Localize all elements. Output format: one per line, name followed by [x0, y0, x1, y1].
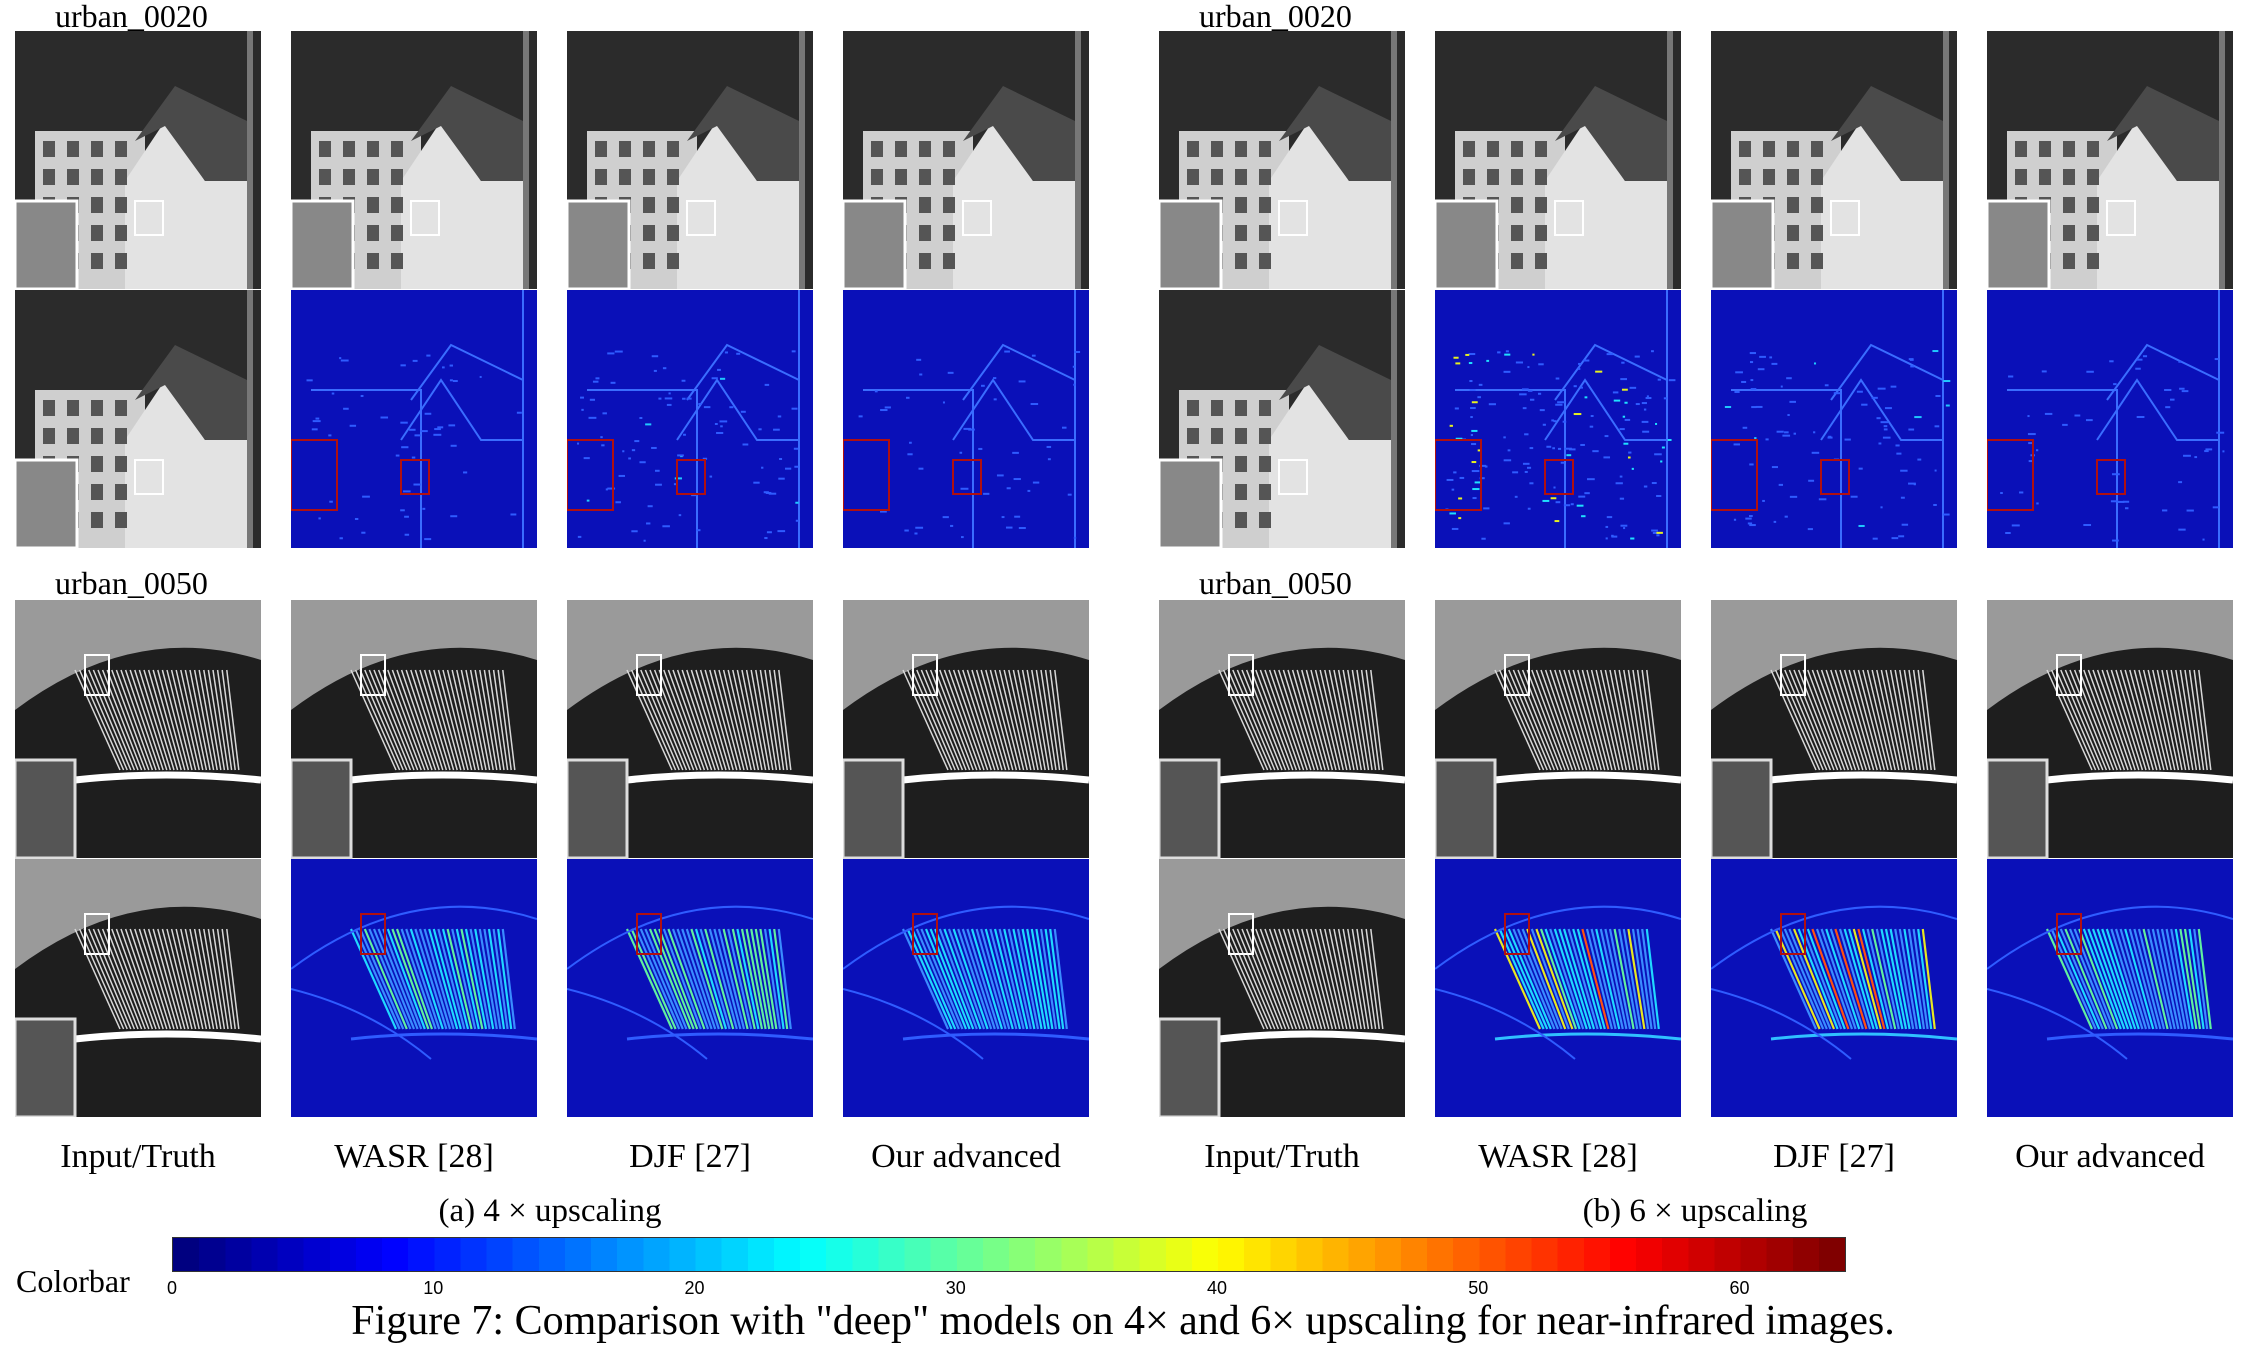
- panel-image: [1711, 31, 1957, 548]
- column-label-wasr: WASR [28]: [334, 1138, 494, 1175]
- panel-image: [1711, 600, 1957, 1117]
- panel-image: [1435, 31, 1681, 548]
- panel-our-advanced: [843, 31, 1089, 548]
- column-label-our-advanced: Our advanced: [2015, 1138, 2205, 1175]
- panel-input-truth: [1159, 600, 1405, 1117]
- panel-djf: [567, 600, 813, 1117]
- figure-caption: Figure 7: Comparison with "deep" models …: [351, 1298, 1895, 1344]
- panel-our-advanced: [1987, 31, 2233, 548]
- panel-image: [15, 600, 261, 1117]
- colorbar-tick: 40: [1206, 1278, 1228, 1298]
- colorbar-tick: 30: [945, 1278, 966, 1298]
- panel-djf: [567, 31, 813, 548]
- column-label-our-advanced: Our advanced: [871, 1138, 1061, 1175]
- panel-input-truth: [1159, 31, 1405, 548]
- colorbar-label: Colorbar: [16, 1263, 130, 1299]
- column-label-djf: DJF [27]: [629, 1138, 751, 1175]
- row-title-urban-0020: urban_0020: [55, 0, 208, 34]
- colorbar: [172, 1237, 1846, 1272]
- panel-wasr: [1435, 31, 1681, 548]
- panel-image: [1987, 31, 2233, 548]
- panel-image: [15, 31, 261, 548]
- panel-our-advanced: [843, 600, 1089, 1117]
- column-label-wasr: WASR [28]: [1478, 1138, 1638, 1175]
- row-title-urban-0020: urban_0020: [1199, 0, 1352, 34]
- panel-our-advanced: [1987, 600, 2233, 1117]
- row-title-urban-0050: urban_0050: [55, 565, 208, 601]
- sub-label-b: (b) 6 × upscaling: [1582, 1193, 1808, 1229]
- panel-image: [567, 600, 813, 1117]
- panel-wasr: [291, 31, 537, 548]
- panel-djf: [1711, 600, 1957, 1117]
- panel-image: [1987, 600, 2233, 1117]
- panel-input-truth: [15, 600, 261, 1117]
- panel-image: [843, 600, 1089, 1117]
- panel-wasr: [291, 600, 537, 1117]
- panel-image: [1159, 31, 1405, 548]
- colorbar-tick: 50: [1468, 1278, 1489, 1298]
- colorbar-tick: 60: [1729, 1278, 1750, 1298]
- column-label-input-truth: Input/Truth: [60, 1138, 216, 1175]
- panel-image: [843, 31, 1089, 548]
- panel-input-truth: [15, 31, 261, 548]
- column-label-djf: DJF [27]: [1773, 1138, 1895, 1175]
- column-label-input-truth: Input/Truth: [1204, 1138, 1360, 1175]
- panel-image: [567, 31, 813, 548]
- colorbar-tick: 20: [684, 1278, 705, 1298]
- colorbar-tick: 0: [166, 1278, 178, 1298]
- row-title-urban-0050: urban_0050: [1199, 565, 1352, 601]
- sub-label-a: (a) 4 × upscaling: [438, 1193, 662, 1229]
- panel-image: [291, 600, 537, 1117]
- panel-wasr: [1435, 600, 1681, 1117]
- panel-image: [291, 31, 537, 548]
- colorbar-tick: 10: [423, 1278, 444, 1298]
- panel-image: [1159, 600, 1405, 1117]
- panel-djf: [1711, 31, 1957, 548]
- panel-image: [1435, 600, 1681, 1117]
